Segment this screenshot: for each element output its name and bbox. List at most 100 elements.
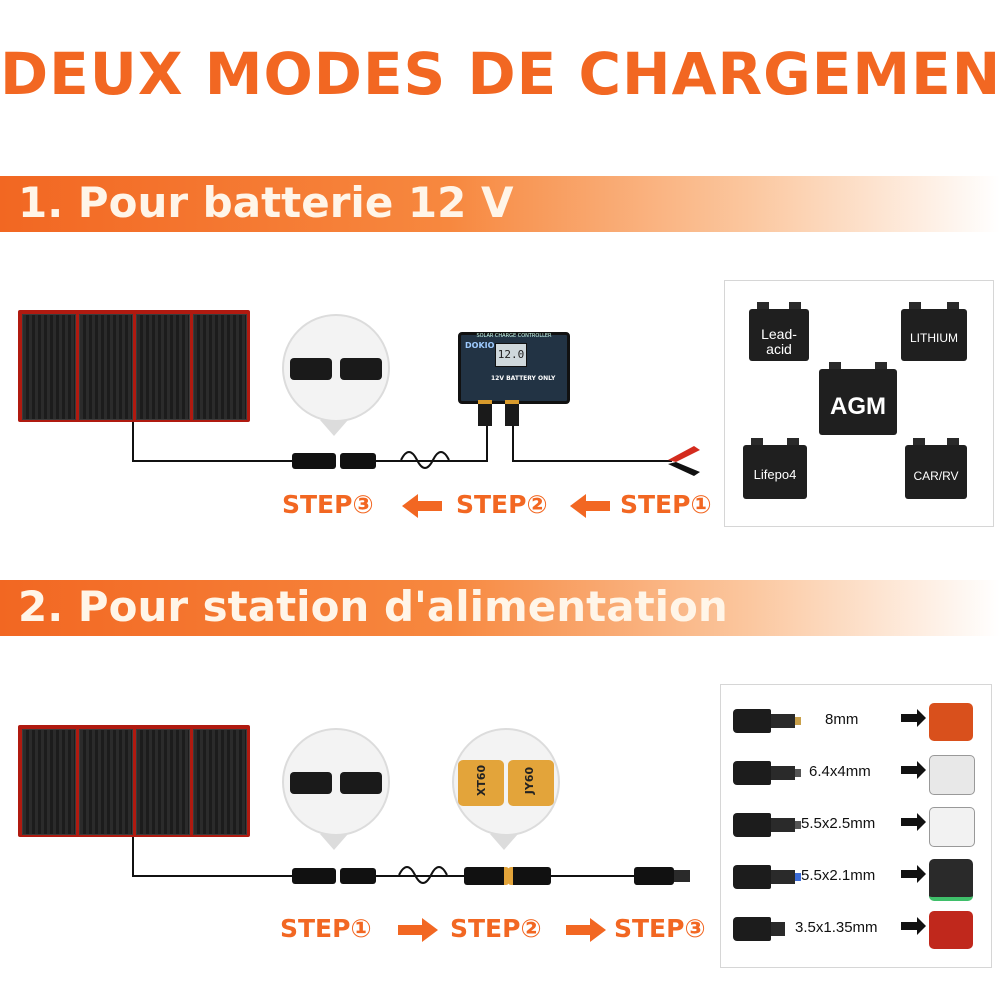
section1-heading: 1. Pour batterie 12 V (18, 178, 514, 227)
step-label: STEP③ (282, 490, 374, 519)
connector-size: 5.5x2.5mm (801, 815, 876, 832)
panel-wire (132, 837, 134, 877)
controller-plug-icon (505, 400, 519, 426)
xt60-plug-icon: XT60 (458, 760, 504, 806)
sae-connector (292, 868, 336, 884)
section1-banner: 1. Pour batterie 12 V (0, 176, 1000, 232)
battery-wire (512, 460, 672, 462)
battery-label: AGM (830, 393, 886, 420)
dc-plug-icon (733, 709, 771, 733)
connector-row: 3.5x1.35mm (721, 905, 991, 955)
step-label: STEP① (280, 914, 372, 943)
controller-wire (376, 460, 486, 462)
xt60-connector (508, 867, 551, 885)
battery-car-rv: CAR/RV (905, 438, 967, 499)
sae-connector (292, 453, 336, 469)
arrow-right-icon (566, 918, 606, 942)
step-label: STEP③ (614, 914, 706, 943)
zoom-sae-connector (282, 314, 390, 422)
battery-types-box: Lead-acid LITHIUM AGM Lifepo4 CAR/RV (724, 280, 994, 527)
sae-plug-icon (340, 772, 382, 794)
dc-plug-tip (674, 870, 690, 882)
zoom-xt60-connector: XT60 JY60 (452, 728, 560, 836)
step-label: STEP① (620, 490, 712, 519)
section2-heading: 2. Pour station d'alimentation (18, 582, 728, 631)
panel-cell (79, 729, 133, 835)
connector-size: 3.5x1.35mm (795, 919, 878, 936)
battery-label: Lead-acid (761, 326, 797, 357)
battery-label: Lifepo4 (753, 467, 797, 482)
controller-brand: DOKIO (465, 341, 495, 350)
panel-wire (132, 460, 294, 462)
sae-plug-icon (290, 358, 332, 380)
sae-connector (340, 868, 376, 884)
panel-cell (22, 314, 76, 420)
dc-plug-icon (634, 867, 674, 885)
section2-banner: 2. Pour station d'alimentation (0, 580, 1000, 636)
coiled-wire-icon (398, 866, 448, 884)
dc-plug-icon (733, 813, 771, 837)
zoom-pointer (490, 834, 518, 850)
step-label: STEP② (450, 914, 542, 943)
jy60-label: JY60 (523, 766, 537, 795)
page-title: DEUX MODES DE CHARGEMENT (0, 40, 1000, 108)
arrow-left-icon (570, 494, 610, 518)
panel-cell (193, 729, 247, 835)
xt60-connector (464, 867, 509, 885)
zoom-pointer (320, 834, 348, 850)
battery-lead-acid: Lead-acid (749, 302, 809, 361)
coiled-wire-icon (400, 451, 450, 469)
solar-charge-controller: SOLAR CHARGE CONTROLLER DOKIO 12.0 12V B… (458, 332, 570, 404)
battery-wire (512, 420, 514, 462)
panel-cell (79, 314, 133, 420)
sae-connector (340, 453, 376, 469)
battery-clamp-icon (668, 446, 700, 476)
connector-sizes-box: 8mm 6.4x4mm 5.5x2.5mm 5.5x2.1mm 3.5x1.35… (720, 684, 992, 968)
power-station-icon (929, 703, 973, 741)
connector-row: 8mm (721, 697, 991, 747)
arrow-right-icon (901, 761, 926, 779)
solar-panel-1 (18, 310, 250, 422)
battery-label: CAR/RV (913, 469, 959, 483)
connector-row: 5.5x2.1mm (721, 853, 991, 903)
arrow-right-icon (901, 709, 926, 727)
dc-plug-icon (733, 761, 771, 785)
step-label: STEP② (456, 490, 548, 519)
arrow-left-icon (402, 494, 442, 518)
arrow-right-icon (901, 865, 926, 883)
battery-agm: AGM (819, 362, 897, 435)
connector-size: 6.4x4mm (809, 763, 871, 780)
connector-row: 6.4x4mm (721, 749, 991, 799)
connector-size: 5.5x2.1mm (801, 867, 876, 884)
dc-plug-icon (733, 917, 771, 941)
battery-lithium: LITHIUM (901, 302, 967, 361)
zoom-sae-connector (282, 728, 390, 836)
panel-cell (22, 729, 76, 835)
xt60-label: XT60 (475, 764, 489, 797)
solar-panel-2 (18, 725, 250, 837)
controller-label: 12V BATTERY ONLY (491, 375, 556, 382)
battery-label: LITHIUM (910, 331, 958, 345)
connector-row: 5.5x2.5mm (721, 801, 991, 851)
panel-cell (136, 729, 190, 835)
jy60-plug-icon: JY60 (508, 760, 554, 806)
panel-cell (136, 314, 190, 420)
controller-plug-icon (478, 400, 492, 426)
arrow-right-icon (398, 918, 438, 942)
output-wire (546, 875, 636, 877)
sae-plug-icon (290, 772, 332, 794)
controller-top-text: SOLAR CHARGE CONTROLLER (476, 333, 552, 339)
connector-size: 8mm (825, 711, 859, 728)
power-station-icon (929, 807, 975, 847)
panel-cell (193, 314, 247, 420)
panel-wire (132, 875, 294, 877)
arrow-right-icon (901, 917, 926, 935)
panel-wire (132, 422, 134, 462)
arrow-right-icon (901, 813, 926, 831)
xt60-wire (376, 875, 466, 877)
power-station-icon (929, 859, 973, 901)
power-station-icon (929, 911, 973, 949)
controller-screen: 12.0 (495, 343, 527, 367)
zoom-pointer (320, 420, 348, 436)
sae-plug-icon (340, 358, 382, 380)
